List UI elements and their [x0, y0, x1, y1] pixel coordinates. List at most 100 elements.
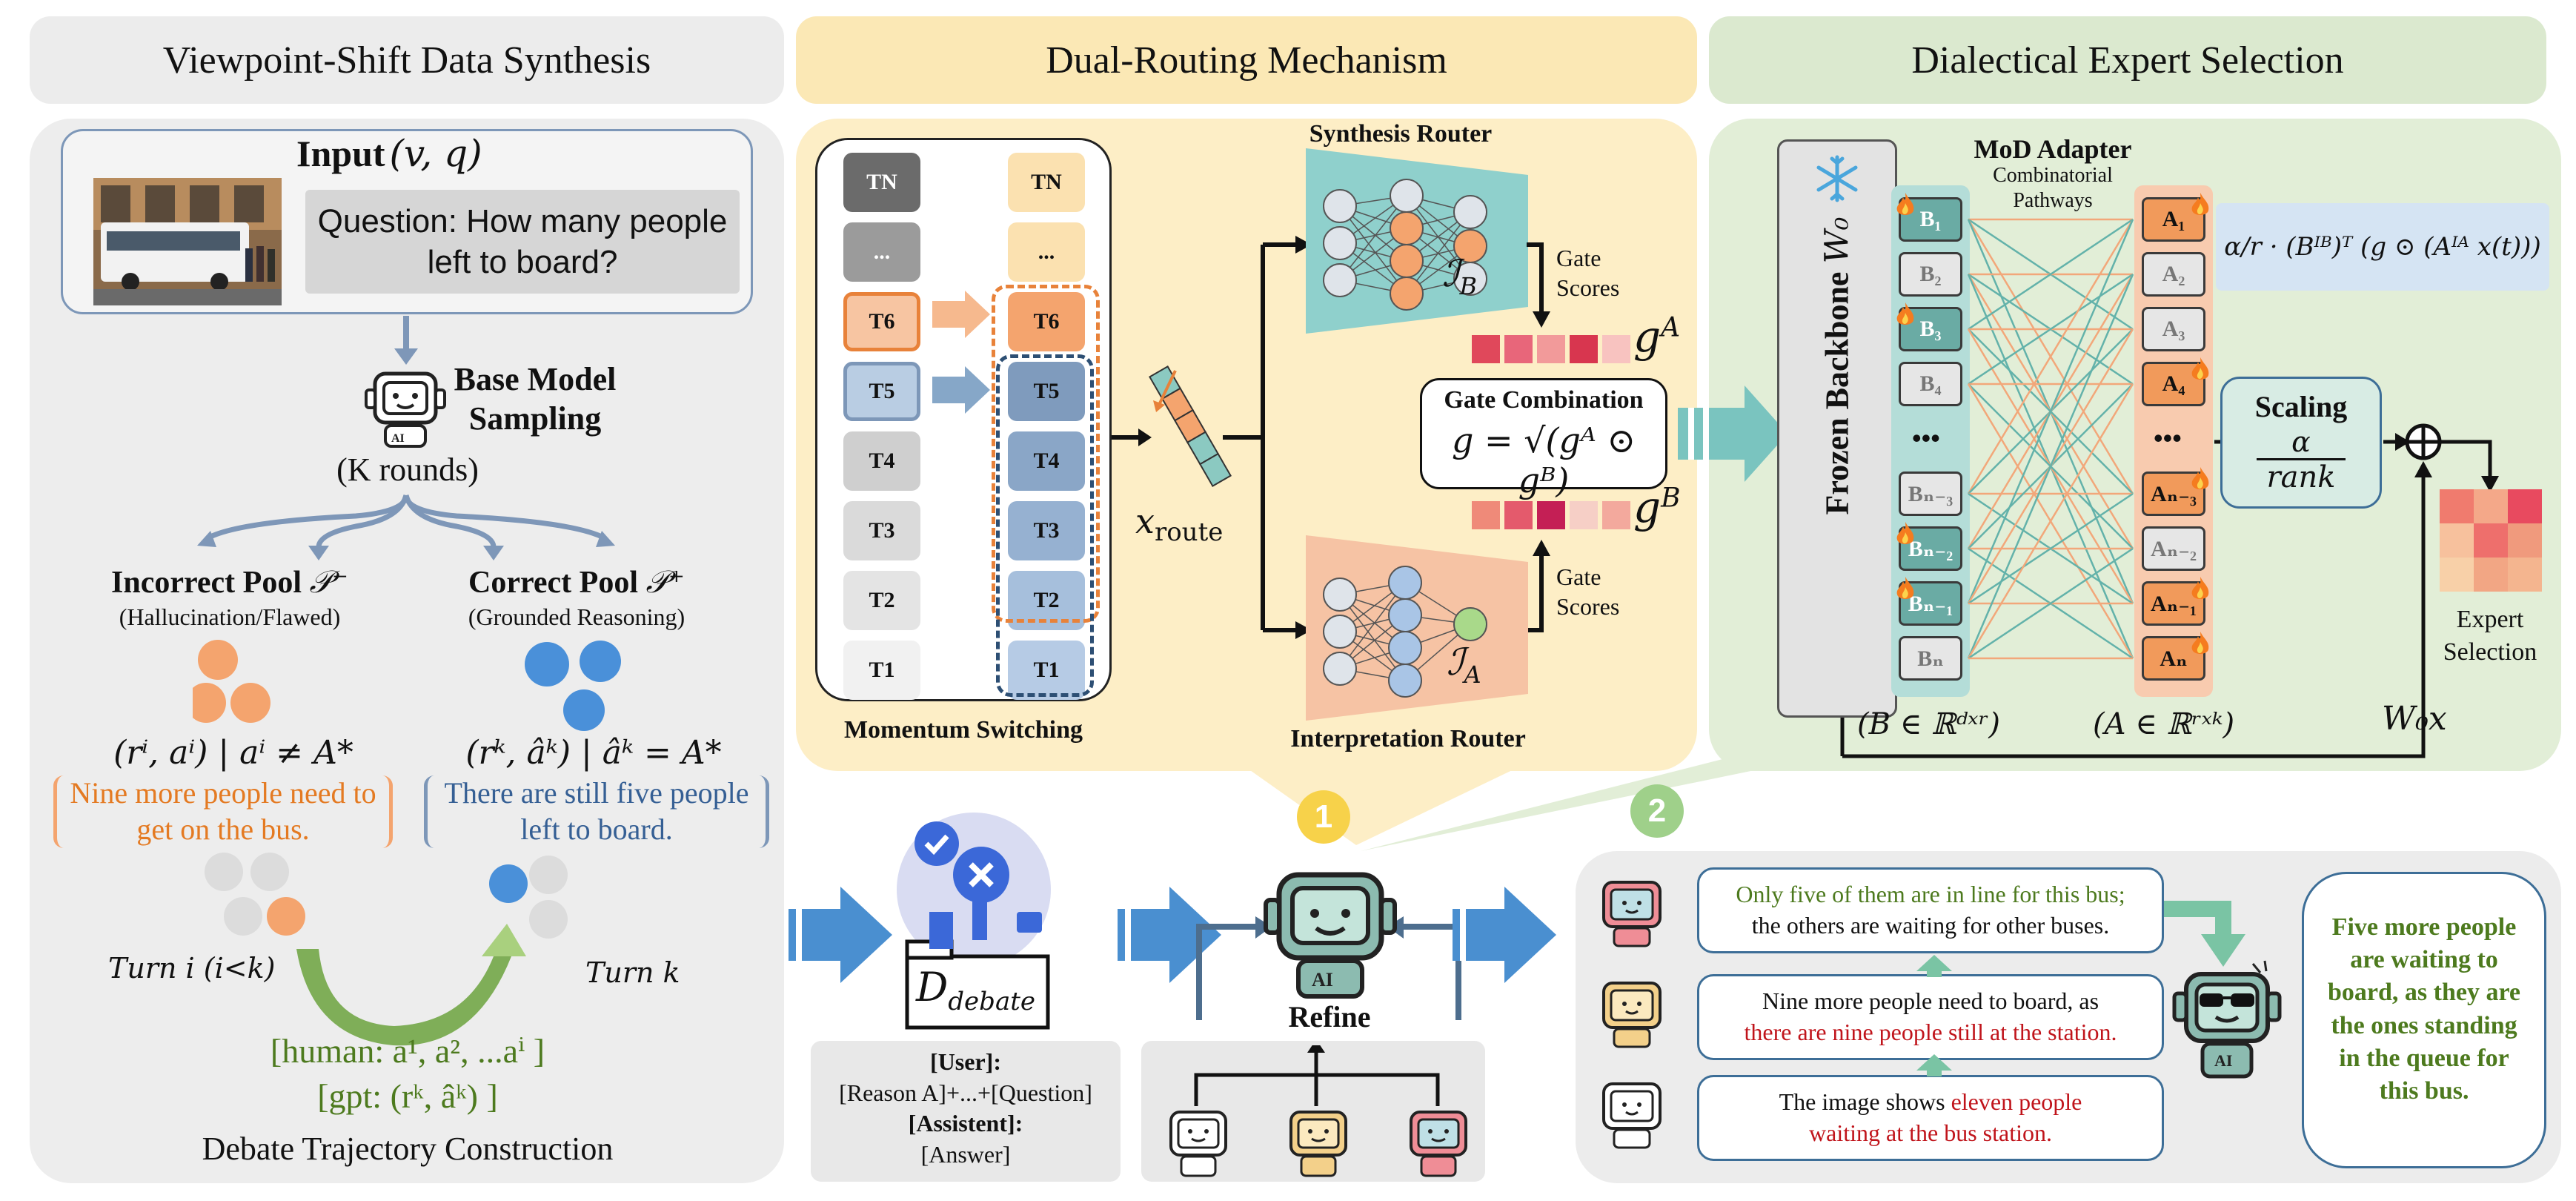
token-left-6: T2: [843, 571, 920, 630]
gate-a-cell-2: [1537, 335, 1565, 363]
final-answer-bubble: Five more people are waiting to board, a…: [2302, 872, 2546, 1168]
correct-dots: [525, 641, 621, 731]
token-left-1: ...: [843, 222, 920, 282]
token-left-5: T3: [843, 501, 920, 560]
gate-b-cell-1: [1504, 501, 1533, 529]
frozen-backbone: [1777, 139, 1897, 718]
fire-icon: [2189, 191, 2211, 222]
token-right-7: T1: [1008, 641, 1085, 700]
debate-doc-icon: [897, 813, 1051, 1030]
cool-robot-icon: AI: [2172, 960, 2282, 1079]
snowflake-icon: [1816, 155, 1858, 202]
heatmap-cell-8: [2508, 558, 2542, 592]
fire-icon: [2189, 356, 2211, 386]
heatmap-cell-6: [2440, 558, 2474, 592]
interpretation-router-label: Interpretation Router: [1290, 725, 1526, 752]
b-space-label: (B ∈ ℝᵈˣʳ): [1857, 707, 2000, 741]
incorrect-dots: [193, 640, 270, 723]
pathway-line: [1968, 547, 2134, 660]
fire-icon: [2189, 466, 2211, 496]
refine-label: Refine: [1288, 1000, 1371, 1033]
route-vector: [1149, 365, 1232, 487]
turn-i-label: Turn i (i<k): [108, 952, 276, 985]
gate-b-cell-0: [1472, 501, 1500, 529]
fire-icon: [2189, 630, 2211, 661]
token-right-5: T3: [1008, 501, 1085, 560]
gate-a-cell-4: [1602, 335, 1630, 363]
token-window-orange: [992, 285, 1100, 623]
human-line: [human: a¹, a², ...aⁱ ]: [270, 1032, 545, 1070]
left-arrows: [197, 316, 615, 560]
synthesis-router-label: Synthesis Router: [1309, 120, 1493, 148]
b-matrix-3: B₄: [1899, 362, 1962, 406]
pathway-line: [1968, 273, 2134, 386]
b-matrix-7: Bₙ₋₁: [1899, 581, 1962, 626]
heatmap-cell-5: [2508, 523, 2542, 558]
gate-a-cell-3: [1570, 335, 1598, 363]
input-title: Input(v, q): [296, 132, 482, 175]
token-left-2: T6: [843, 292, 920, 351]
combinatorial-pathways: [1967, 218, 2134, 660]
token-left-4: T4: [843, 431, 920, 491]
combinatorial-label: Combinatorial Pathways: [1993, 164, 2113, 212]
step-rays: [1230, 756, 1823, 851]
heatmap-cell-3: [2440, 523, 2474, 558]
fire-icon: [1894, 191, 1916, 222]
token-left-3: T5: [843, 362, 920, 421]
pathway-line: [1967, 219, 2134, 604]
interpretation-router-network: [1306, 535, 1528, 721]
svg-text:AI: AI: [2214, 1051, 2232, 1070]
turn-dots-and-arrow: [205, 853, 568, 1046]
turn-k-label: Turn k: [585, 956, 680, 989]
pathway-line: [1967, 219, 2134, 494]
mod-adapter-title: MoD Adapter: [1974, 134, 2132, 164]
incorrect-answer-text: Nine more people need to get on the bus.: [53, 775, 393, 848]
a-matrix-8: Aₙ: [2142, 636, 2205, 681]
token-right-0: TN: [1008, 153, 1085, 212]
scaling-box: Scaling α rank: [2220, 377, 2382, 509]
fire-icon: [1894, 575, 1916, 606]
bottom-arrow-3: [1453, 887, 1556, 983]
debate-robots-column: [1602, 881, 1662, 1149]
header-right: Dialectical Expert Selection: [1709, 16, 2546, 104]
token-left-7: T1: [843, 641, 920, 700]
x-route-label: xroute: [1135, 501, 1224, 548]
adapter-formula: α/r · (Bᴵᴮ)ᵀ (g ⊙ (Aᴵᴬ x(t))): [2216, 203, 2549, 291]
correct-formula: (rᵏ, âᵏ) | âᵏ = A*: [465, 734, 722, 772]
token-right-4: T4: [1008, 431, 1085, 491]
correct-pool-sub: (Grounded Reasoning): [468, 603, 686, 630]
a-matrix-2: A₃: [2142, 307, 2205, 351]
base-robot-icon: AI: [365, 371, 446, 448]
bubble-up-arrows: [1916, 955, 1952, 1076]
heatmap-cell-2: [2508, 489, 2542, 523]
to-final-arrow: [2164, 901, 2245, 967]
gate-a-cell-0: [1472, 335, 1500, 363]
a-matrix-6: Aₙ₋₂: [2142, 526, 2205, 571]
heatmap-cell-1: [2474, 489, 2508, 523]
expert-heatmap: [2440, 489, 2542, 592]
token-window-blue: [996, 354, 1094, 697]
token-right-1: ...: [1008, 222, 1085, 282]
bottom-arrow-1: [789, 887, 892, 983]
a-matrix-7: Aₙ₋₁: [2142, 581, 2205, 626]
ga-symbol: gA: [1633, 311, 1681, 362]
gate-scores-top: Gate Scores: [1556, 245, 1620, 301]
gate-a-cell-1: [1504, 335, 1533, 363]
gate-b-cell-2: [1537, 501, 1565, 529]
pathway-line: [1968, 218, 2134, 331]
fire-icon: [1894, 520, 1916, 551]
momentum-label: Momentum Switching: [843, 716, 1083, 744]
prompt-format-box: [User]: [Reason A]+...+[Question] [Assis…: [811, 1041, 1121, 1182]
pathway-line: [1967, 274, 2134, 659]
gate-scores-bottom: Gate Scores: [1556, 563, 1620, 620]
k-rounds-label: (K rounds): [336, 451, 479, 488]
d-debate-label: Ddebate: [916, 964, 1036, 1016]
pathway-line: [1967, 383, 2134, 659]
heatmap-cell-4: [2474, 523, 2508, 558]
svg-text:AI: AI: [1312, 969, 1333, 990]
gate-combination-box: Gate Combination g = √(gᴬ ⊙ gᴮ): [1420, 378, 1667, 500]
b-matrix-5: Bₙ₋₃: [1899, 472, 1962, 516]
bottom-arrow-2: [1118, 887, 1221, 983]
token-right-3: T5: [1008, 362, 1085, 421]
